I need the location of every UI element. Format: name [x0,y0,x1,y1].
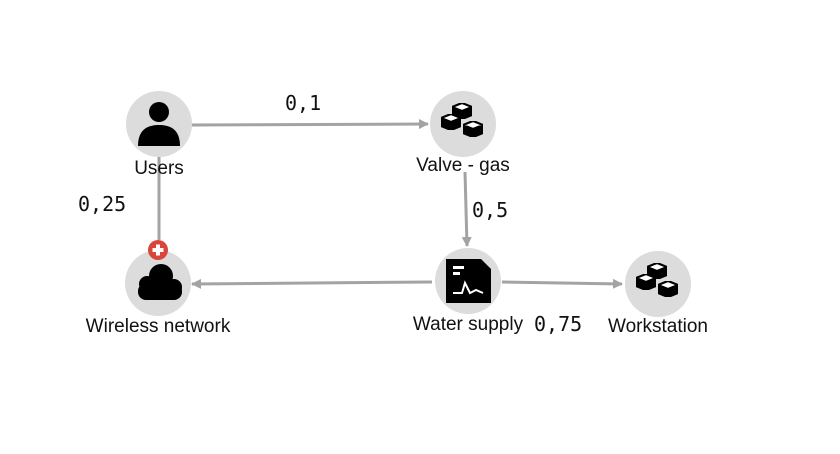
edge-water-supply-wireless-network[interactable] [191,278,433,289]
node-label-workstation: Workstation [608,316,708,337]
node-label-valve-gas: Valve - gas [416,155,510,176]
edge-water-supply-workstation[interactable] [501,278,623,289]
edge-label-users-wireless-network: 0,25 [78,192,126,216]
edge-label-water-supply-workstation: 0,75 [534,312,582,336]
node-label-users: Users [134,158,184,179]
node-workstation[interactable]: Workstation [608,251,708,337]
edge-users-valve-gas[interactable] [189,119,429,130]
cloud-icon [138,264,182,300]
node-wireless-network[interactable]: Wireless network [86,240,231,337]
edges [157,119,623,289]
node-label-wireless-network: Wireless network [86,316,231,337]
document-chart-icon [446,259,491,303]
node-label-water-supply: Water supply [413,314,524,335]
plus-badge-icon[interactable] [148,240,168,260]
user-icon [138,102,180,146]
node-valve-gas[interactable]: Valve - gas [416,91,510,176]
node-users[interactable]: Users [126,91,192,179]
edge-valve-gas-water-supply[interactable] [461,171,472,247]
edge-label-users-valve-gas: 0,1 [285,91,321,115]
edge-label-valve-gas-water-supply: 0,5 [472,198,508,222]
node-water-supply[interactable]: Water supply [413,248,524,335]
